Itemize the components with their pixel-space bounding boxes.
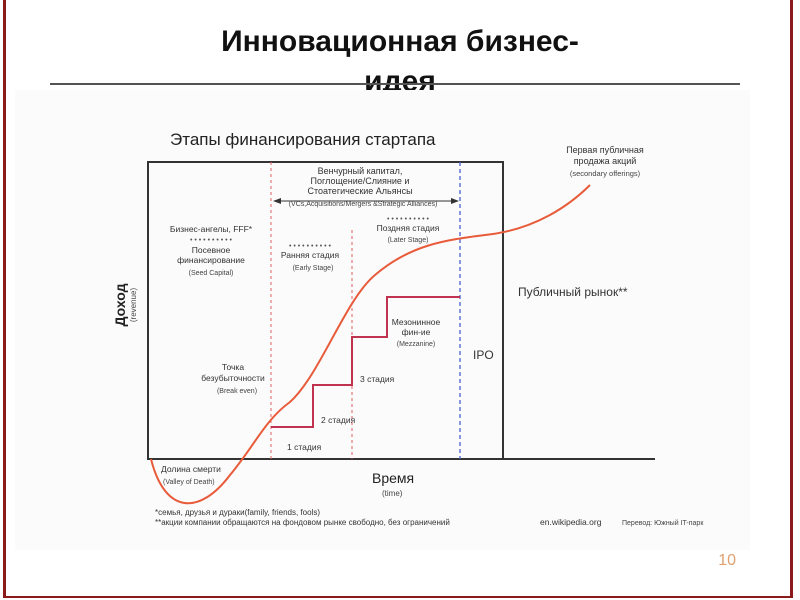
revenue-curve [150, 184, 591, 505]
early-line1: Ранняя стадия [281, 250, 340, 260]
mezzanine-line3: (Mezzanine) [397, 341, 436, 348]
valley-line1: Долина смерти [161, 464, 221, 474]
vc-line4: (VCs,Acquisitions/Mergers &Strategic All… [289, 201, 438, 208]
late-line1: Поздняя стадия [377, 223, 440, 233]
y-axis-labels: Доход (revenue) [112, 283, 138, 326]
break-even-line3: (Break even) [217, 388, 257, 395]
diagram-title: Этапы финансирования стартапа [170, 130, 436, 149]
secondary-line1: Первая публичная [566, 145, 644, 155]
startup-financing-diagram: Этапы финансирования стартапа Венчурный … [15, 90, 750, 550]
valley-line2: (Valley of Death) [163, 479, 215, 486]
x-axis-sublabel: (time) [382, 489, 403, 498]
ipo-label: IPO [473, 348, 494, 362]
translation-label: Перевод: Южный IT-парк [622, 519, 704, 527]
financing-stairs [271, 296, 460, 428]
stage3-label: 3 стадия [360, 374, 395, 384]
diagram-svg: Этапы финансирования стартапа Венчурный … [112, 130, 704, 527]
stage1-label: 1 стадия [287, 442, 322, 452]
vc-line1: Венчурный капитал, [318, 166, 403, 176]
vc-arrow-left-head [273, 198, 281, 204]
mezzanine-line2: фин-ие [402, 327, 431, 337]
y-axis-label: Доход [112, 283, 128, 326]
break-even-line1: Точка [222, 362, 244, 372]
title-divider [50, 83, 740, 85]
vc-arrow-right-head [451, 198, 459, 204]
slide-title-line1: Инновационная бизнес- [221, 25, 579, 58]
mezzanine-line1: Мезонинное [392, 317, 441, 327]
late-line2: (Later Stage) [388, 237, 429, 244]
secondary-line3: (secondary offerings) [570, 169, 641, 178]
early-dots: • • • • • • • • • • [289, 243, 332, 250]
source-label: en.wikipedia.org [540, 517, 602, 527]
angels-line1: Бизнес-ангелы, FFF* [170, 224, 253, 234]
public-market-label: Публичный рынок** [518, 285, 628, 299]
stage2-label: 2 стадия [321, 415, 356, 425]
y-axis-sublabel: (revenue) [129, 288, 138, 323]
secondary-line2: продажа акций [574, 156, 637, 166]
footnote-1: *семья, друзья и дураки(family, friends,… [155, 508, 320, 517]
break-even-line2: безубыточности [201, 373, 265, 383]
angels-line4: (Seed Capital) [189, 270, 234, 277]
slide-frame [3, 0, 793, 598]
footnote-2: **акции компании обращаются на фондовом … [155, 518, 450, 527]
vc-line3: Стоатегические Альянсы [307, 186, 412, 196]
slide-title: Инновационная бизнес- идея [0, 22, 800, 102]
early-line2: (Early Stage) [293, 265, 334, 272]
angels-line3: финансирование [177, 255, 245, 265]
angels-line2: Посевное [192, 245, 231, 255]
angels-dots: • • • • • • • • • • [190, 237, 233, 244]
x-axis-label: Время [372, 470, 414, 486]
late-dots: • • • • • • • • • • [387, 216, 430, 223]
vc-line2: Поглощение/Слияние и [311, 176, 410, 186]
slide-number: 10 [718, 552, 736, 569]
